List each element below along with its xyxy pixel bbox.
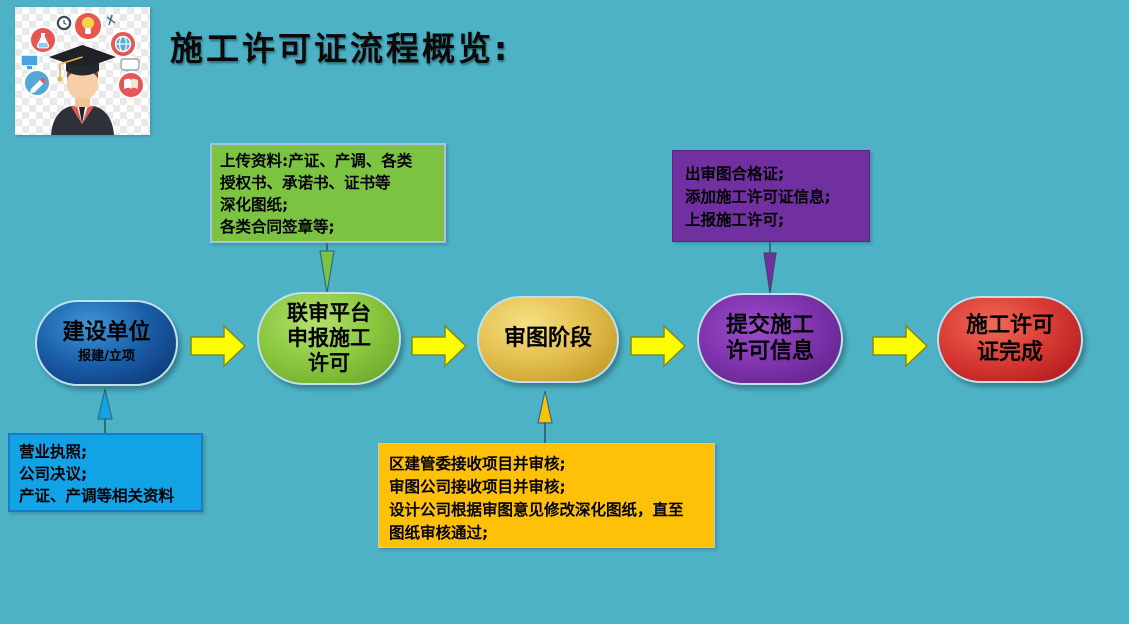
node-label: 证完成 [976, 339, 1043, 365]
node-permit-complete: 施工许可 证完成 [937, 296, 1083, 383]
flask-icon [29, 26, 57, 54]
node-joint-review-platform: 联审平台 申报施工 许可 [257, 292, 401, 385]
flow-arrow-3 [630, 324, 687, 368]
node-sublabel: 报建/立项 [78, 348, 135, 364]
node-label: 许可信息 [725, 339, 814, 364]
callout-line: 审图公司接收项目并审核; [389, 478, 566, 496]
callout-line: 深化图纸; [220, 196, 289, 214]
globe-icon [109, 30, 137, 58]
callout-line: 设计公司根据审图意见修改深化图纸，直至 [389, 501, 684, 519]
callout-line: 产证、产调等相关资料 [19, 487, 175, 505]
callout-license-documents: 营业执照; 公司决议; 产证、产调等相关资料 [8, 433, 203, 512]
callout-line: 图纸审核通过; [389, 524, 489, 542]
flow-arrow-1 [190, 324, 247, 368]
book-icon [117, 71, 145, 99]
monitor-icon [20, 54, 39, 69]
callout-line: 出审图合格证; [685, 165, 785, 183]
callout-line: 上报施工许可; [685, 211, 785, 229]
node-construction-unit: 建设单位 报建/立项 [35, 300, 178, 386]
callout-line: 营业执照; [19, 443, 88, 461]
node-submit-permit-info: 提交施工 许可信息 [697, 293, 843, 385]
graduate-icon [49, 45, 116, 135]
connector-orange-up-arrow [537, 390, 553, 443]
flow-arrow-4 [872, 324, 929, 368]
clock-icon [55, 14, 73, 32]
node-label: 联审平台 [287, 300, 371, 325]
callout-line: 各类合同签章等; [220, 218, 335, 236]
callout-line: 上传资料:产证、产调、各类 [220, 152, 413, 170]
callout-line: 区建管委接收项目并审核; [389, 455, 566, 473]
graduate-illustration [15, 7, 150, 135]
page-title: 施工许可证流程概览: [170, 29, 511, 68]
node-label: 建设单位 [62, 320, 151, 346]
callout-line: 授权书、承诺书、证书等 [220, 174, 391, 192]
callout-line: 公司决议; [19, 465, 88, 483]
connector-purple-down-arrow [763, 242, 777, 294]
node-label: 审图阶段 [503, 326, 592, 352]
node-label: 申报施工 [287, 325, 371, 350]
callout-upload-materials: 上传资料:产证、产调、各类 授权书、承诺书、证书等 深化图纸; 各类合同签章等; [210, 143, 446, 243]
connector-blue-up-arrow [97, 388, 113, 433]
node-label: 施工许可 [965, 313, 1054, 339]
callout-review-process: 区建管委接收项目并审核; 审图公司接收项目并审核; 设计公司根据审图意见修改深化… [378, 443, 715, 548]
graduate-illustration-svg [15, 7, 150, 135]
node-label: 提交施工 [725, 312, 814, 338]
pencil-icon [23, 69, 51, 97]
connector-green-down-arrow [319, 243, 335, 294]
node-drawing-review-stage: 审图阶段 [477, 296, 619, 383]
node-label: 许可 [308, 351, 350, 376]
satellite-icon [106, 14, 116, 26]
flow-arrow-2 [411, 324, 468, 368]
lightbulb-icon [73, 11, 103, 41]
callout-issue-certificate: 出审图合格证; 添加施工许可证信息; 上报施工许可; [672, 150, 870, 242]
callout-line: 添加施工许可证信息; [685, 188, 831, 206]
